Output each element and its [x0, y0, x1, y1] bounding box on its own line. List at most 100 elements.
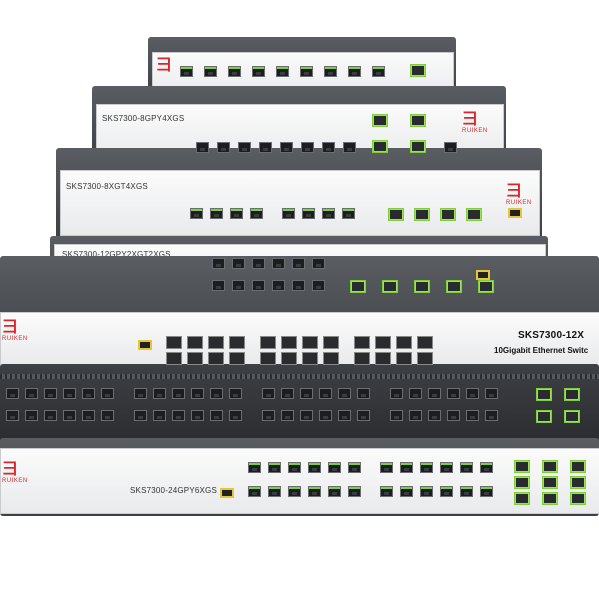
switch-2-model-label: SKS7300-8GPY4XGS	[102, 114, 185, 123]
logo-glyph: ⺕	[156, 57, 173, 74]
sfp-port	[542, 476, 558, 489]
ethernet-port	[252, 66, 265, 77]
logo-glyph: ⺕	[2, 461, 19, 478]
sfp-port	[414, 280, 430, 293]
brand-logo: ⺕ RUIKEN	[506, 183, 532, 207]
ethernet-port	[82, 410, 95, 421]
ethernet-port	[308, 462, 321, 473]
ethernet-port	[180, 66, 193, 77]
ethernet-port	[308, 486, 321, 497]
ethernet-port	[272, 258, 285, 269]
ethernet-port	[357, 410, 370, 421]
ethernet-port	[380, 486, 393, 497]
sfp-port	[536, 410, 552, 423]
sfp-port	[542, 460, 558, 473]
sfp-port	[166, 336, 182, 349]
sfp-port	[166, 352, 182, 365]
ethernet-port	[319, 410, 332, 421]
sfp-port	[229, 336, 245, 349]
sfp-port	[260, 352, 276, 365]
ethernet-port	[217, 142, 230, 153]
ethernet-port	[272, 280, 285, 291]
ethernet-port	[196, 142, 209, 153]
sfp-port	[302, 352, 318, 365]
ethernet-port	[390, 410, 403, 421]
ethernet-port	[63, 388, 76, 399]
ethernet-port	[444, 142, 457, 153]
sfp-port	[375, 352, 391, 365]
ethernet-port	[6, 388, 19, 399]
ethernet-port	[25, 410, 38, 421]
sfp-port	[417, 336, 433, 349]
ethernet-port	[485, 410, 498, 421]
brand-logo: ⺕ RUIKEN	[2, 319, 28, 343]
console-port	[220, 488, 234, 498]
switch-5-model-label: SKS7300-12X	[518, 330, 585, 341]
console-port	[138, 340, 152, 350]
ethernet-port	[262, 410, 275, 421]
ethernet-port	[302, 208, 315, 219]
sfp-port	[372, 140, 388, 153]
sfp-port	[396, 336, 412, 349]
switch-3-model-label: SKS7300-8XGT4XGS	[66, 182, 148, 191]
ethernet-port	[428, 410, 441, 421]
sfp-port	[187, 336, 203, 349]
sfp-port	[281, 352, 297, 365]
ethernet-port	[460, 486, 473, 497]
sfp-port	[564, 410, 580, 423]
ethernet-port	[268, 486, 281, 497]
ethernet-port	[281, 388, 294, 399]
sfp-port	[396, 352, 412, 365]
sfp-port	[536, 388, 552, 401]
ethernet-port	[348, 66, 361, 77]
ethernet-port	[312, 280, 325, 291]
switch-4-model-label: SKS7300-12GPY2XGT2XGS	[62, 250, 171, 259]
ethernet-port	[276, 66, 289, 77]
ethernet-port	[480, 486, 493, 497]
brand-name: RUIKEN	[2, 336, 28, 342]
logo-glyph: ⺕	[2, 319, 19, 336]
sfp-port	[570, 460, 586, 473]
sfp-port	[229, 352, 245, 365]
ethernet-port	[238, 142, 251, 153]
sfp-port	[414, 208, 430, 221]
console-port	[476, 270, 490, 280]
ethernet-port	[292, 258, 305, 269]
ethernet-port	[409, 388, 422, 399]
switch-7-model-label: SKS7300-24GPY6XGS	[130, 486, 218, 495]
ethernet-port	[44, 410, 57, 421]
ethernet-port	[466, 410, 479, 421]
top-vent	[0, 374, 599, 379]
sfp-port	[382, 280, 398, 293]
ethernet-port	[447, 410, 460, 421]
ethernet-port	[191, 410, 204, 421]
logo-glyph: ⺕	[506, 183, 523, 200]
ethernet-port	[338, 388, 351, 399]
sfp-port	[570, 476, 586, 489]
brand-logo: ⺕ RUIKEN	[462, 112, 488, 135]
sfp-port	[410, 64, 426, 77]
sfp-port	[514, 460, 530, 473]
ethernet-port	[232, 258, 245, 269]
sfp-port	[281, 336, 297, 349]
ethernet-port	[300, 66, 313, 77]
ethernet-port	[292, 280, 305, 291]
sfp-port	[354, 352, 370, 365]
sfp-port	[354, 336, 370, 349]
ethernet-port	[480, 462, 493, 473]
sfp-port	[410, 140, 426, 153]
ethernet-port	[409, 410, 422, 421]
ethernet-port	[229, 388, 242, 399]
ethernet-port	[440, 462, 453, 473]
ethernet-port	[191, 388, 204, 399]
ethernet-port	[288, 486, 301, 497]
sfp-port	[446, 280, 462, 293]
ethernet-port	[342, 208, 355, 219]
ethernet-port	[134, 410, 147, 421]
ethernet-port	[228, 66, 241, 77]
ethernet-port	[25, 388, 38, 399]
ethernet-port	[343, 142, 356, 153]
sfp-port	[208, 352, 224, 365]
sfp-port	[514, 476, 530, 489]
ethernet-port	[252, 258, 265, 269]
